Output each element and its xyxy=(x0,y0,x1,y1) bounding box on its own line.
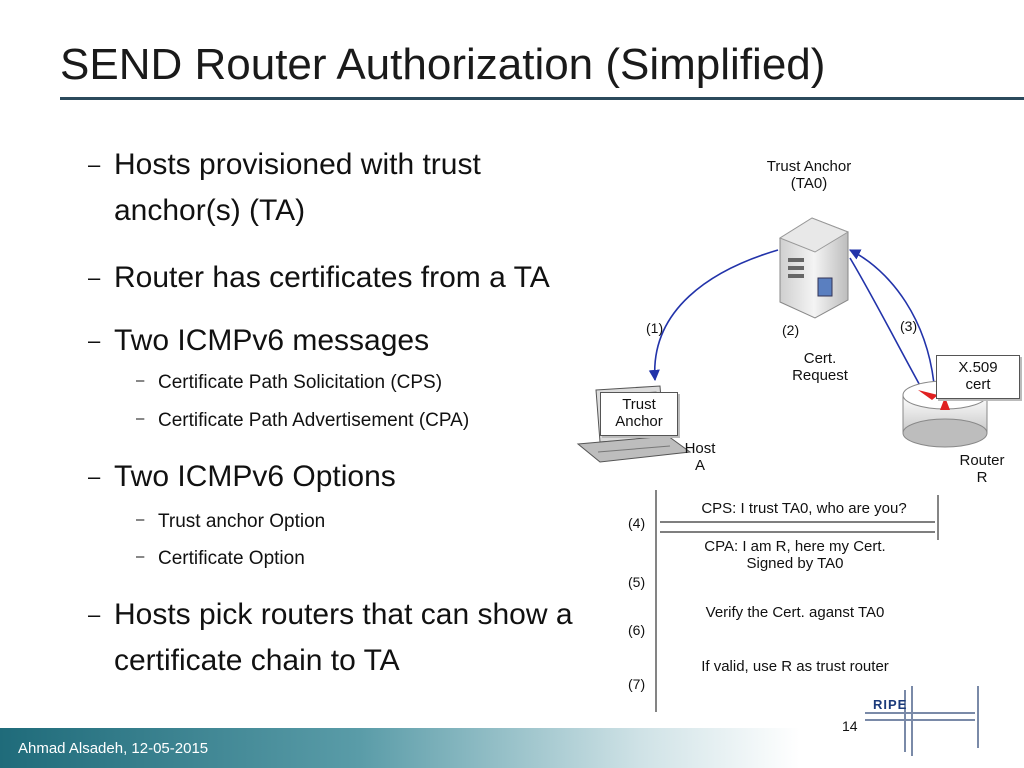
verify-message: Verify the Cert. aganst TA0 xyxy=(705,604,885,621)
bullet-dash: – xyxy=(136,548,145,565)
step-1-label: (1) xyxy=(646,320,664,336)
bullet-dash: – xyxy=(136,410,145,427)
step-5-label: (5) xyxy=(628,574,646,590)
bullet-text: Hosts provisioned with trust anchor(s) (… xyxy=(114,148,481,227)
footer-author-date: Ahmad Alsadeh, 12-05-2015 xyxy=(18,740,209,757)
router-r-line2: R xyxy=(976,469,988,486)
server-icon xyxy=(778,217,850,319)
trust-anchor-label-line2: (TA0) xyxy=(790,175,828,192)
bullet-text: Two ICMPv6 messages xyxy=(114,324,430,357)
bullet-text: Hosts pick routers that can show a certi… xyxy=(114,598,573,677)
router-r-label: Router R xyxy=(948,452,1016,486)
step-3-label: (3) xyxy=(900,318,918,334)
page-number: 14 xyxy=(842,718,858,734)
host-a-line1: Host xyxy=(684,440,716,457)
x509-cert-line2: cert xyxy=(965,376,991,393)
sub-bullet-text: Certificate Path Solicitation (CPS) xyxy=(158,372,443,393)
ripe-logo-text: RIPE xyxy=(873,697,908,712)
bullet-dash: – xyxy=(136,372,145,389)
valid-message: If valid, use R as trust router xyxy=(701,658,889,675)
arrow-ta-to-host xyxy=(648,249,779,382)
bullet-text: Router has certificates from a TA xyxy=(114,261,550,294)
sub-bullet-text: Certificate Option xyxy=(158,548,305,569)
trust-anchor-callout-line2: Anchor xyxy=(615,413,663,430)
host-a-line2: A xyxy=(694,457,705,474)
sub-bullet-certificate-option: – Certificate Option xyxy=(136,548,305,570)
bullet-icmpv6-messages: – Two ICMPv6 messages xyxy=(88,318,534,364)
bullet-dash: – xyxy=(88,152,101,177)
step-4-label: (4) xyxy=(628,515,646,531)
trust-anchor-callout: Trust Anchor xyxy=(600,392,678,436)
sub-bullet-cps: – Certificate Path Solicitation (CPS) xyxy=(136,372,443,394)
bullet-hosts-pick-routers: – Hosts pick routers that can show a cer… xyxy=(88,592,619,684)
cert-request-line2: Request xyxy=(792,367,848,384)
arrow-ta-to-router xyxy=(849,257,929,401)
trust-anchor-label-line1: Trust Anchor xyxy=(766,158,852,175)
sub-bullet-text: Trust anchor Option xyxy=(158,511,326,532)
router-r-line1: Router xyxy=(959,452,1005,469)
cert-request-label: Cert. Request xyxy=(780,350,860,384)
arrow-router-to-ta xyxy=(848,249,936,396)
cpa-message-line1: CPA: I am R, here my Cert. xyxy=(704,538,886,555)
sub-bullet-cpa: – Certificate Path Advertisement (CPA) xyxy=(136,410,470,432)
bullet-router-certs: – Router has certificates from a TA xyxy=(88,255,634,301)
bullet-dash: – xyxy=(136,511,145,528)
cpa-message: CPA: I am R, here my Cert. Signed by TA0 xyxy=(670,538,920,572)
trust-anchor-callout-line1: Trust xyxy=(622,396,656,413)
step-2-label: (2) xyxy=(782,322,800,338)
bullet-icmpv6-options: – Two ICMPv6 Options xyxy=(88,454,534,500)
trust-anchor-label: Trust Anchor (TA0) xyxy=(745,158,873,192)
slide-title: SEND Router Authorization (Simplified) xyxy=(60,40,826,89)
sub-bullet-trust-anchor-option: – Trust anchor Option xyxy=(136,511,326,533)
step-7-label: (7) xyxy=(628,676,646,692)
x509-cert-callout: X.509 cert xyxy=(936,355,1020,399)
ripe-logo xyxy=(865,686,979,756)
step-6-label: (6) xyxy=(628,622,646,638)
bullet-text: Two ICMPv6 Options xyxy=(114,460,396,493)
bullet-dash: – xyxy=(88,602,101,627)
cert-request-line1: Cert. xyxy=(803,350,837,367)
x509-cert-line1: X.509 xyxy=(958,359,998,376)
sub-bullet-text: Certificate Path Advertisement (CPA) xyxy=(158,410,470,431)
cpa-message-line2: Signed by TA0 xyxy=(746,555,844,572)
bullet-dash: – xyxy=(88,464,101,489)
cps-message: CPS: I trust TA0, who are you? xyxy=(701,500,907,517)
bullet-dash: – xyxy=(88,328,101,353)
title-divider xyxy=(60,97,1024,100)
host-a-label: Host A xyxy=(674,440,726,474)
footer-bar xyxy=(0,728,800,768)
bullet-dash: – xyxy=(88,265,101,290)
bullet-hosts-provisioned: – Hosts provisioned with trust anchor(s)… xyxy=(88,142,584,234)
